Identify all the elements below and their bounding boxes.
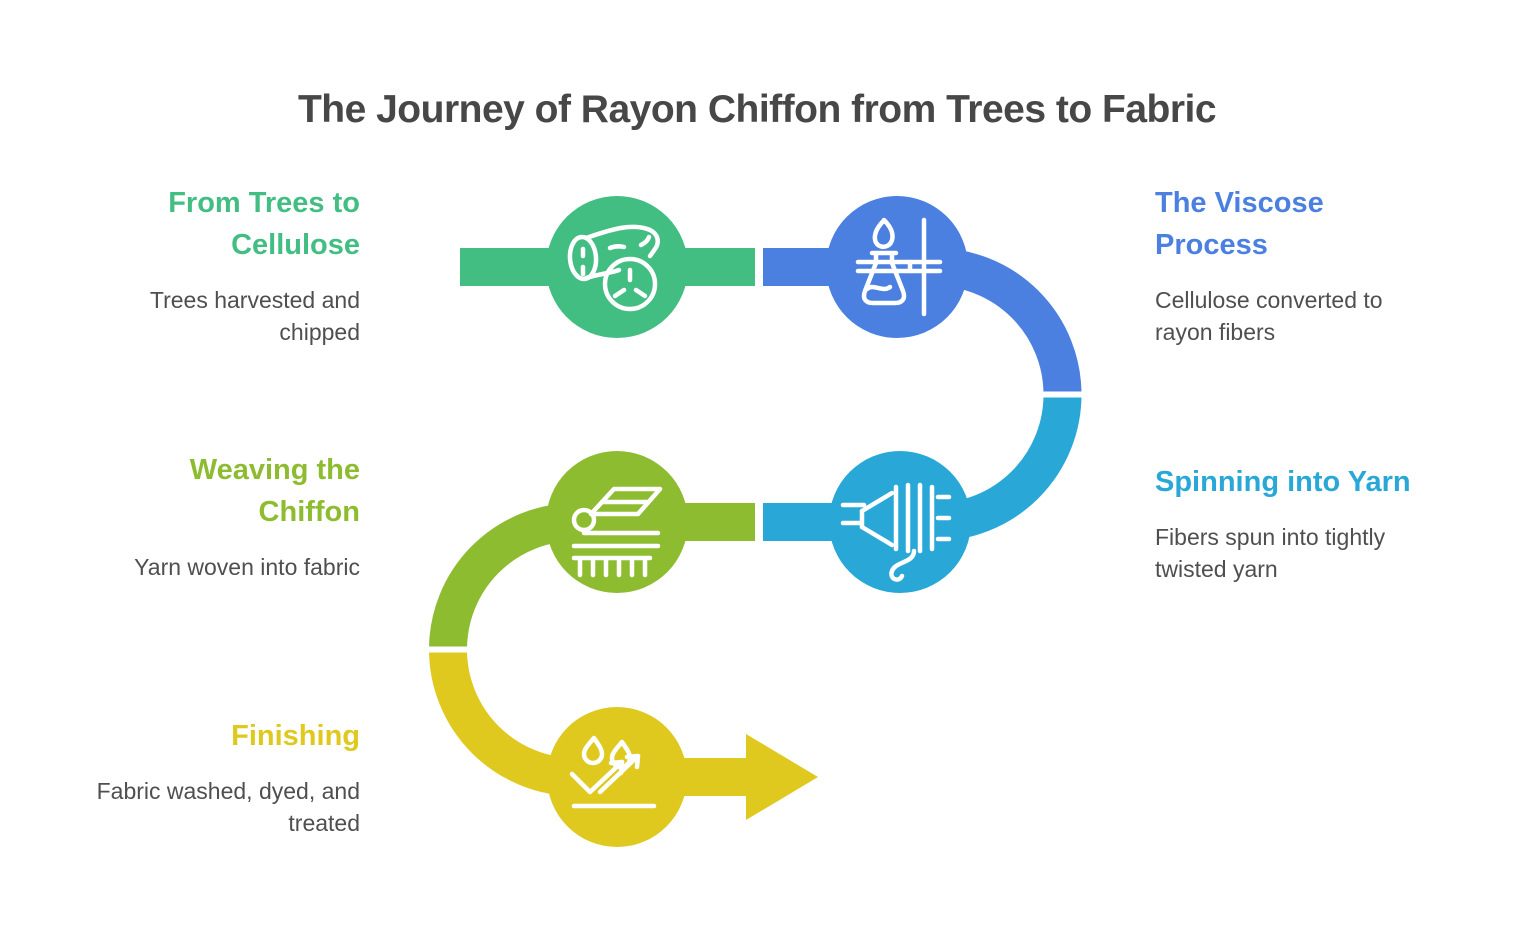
loom-icon xyxy=(571,486,663,578)
description-line: Fibers spun into tightly xyxy=(1155,524,1386,550)
node-spinning-into-yarn xyxy=(829,451,971,593)
heading-line: Process xyxy=(1155,229,1268,261)
flow-arrowhead xyxy=(746,734,818,820)
node-finishing xyxy=(547,707,687,847)
flask-flame-icon xyxy=(855,217,943,317)
step-spinning-into-yarn: Spinning into Yarn Fibers spun into tigh… xyxy=(1155,461,1485,585)
step-heading: From Trees to Cellulose xyxy=(60,182,360,266)
node-weaving-the-chiffon xyxy=(546,451,688,593)
description-line: Cellulose converted to xyxy=(1155,287,1383,313)
step-heading: Weaving the Chiffon xyxy=(60,449,360,533)
description-line: Fabric washed, dyed, and xyxy=(96,778,360,804)
description-line: Trees harvested and xyxy=(149,287,360,313)
step-description: Yarn woven into fabric xyxy=(60,551,360,583)
description-line: treated xyxy=(288,810,360,836)
heading-line: Spinning into Yarn xyxy=(1155,466,1411,498)
step-weaving-the-chiffon: Weaving the Chiffon Yarn woven into fabr… xyxy=(60,449,360,583)
step-heading: The Viscose Process xyxy=(1155,182,1485,266)
description-line: twisted yarn xyxy=(1155,556,1278,582)
description-line: rayon fibers xyxy=(1155,319,1276,345)
segment-gap xyxy=(423,646,471,653)
heading-line: Weaving the xyxy=(189,454,360,486)
heading-line: The Viscose xyxy=(1155,187,1324,219)
description-line: Yarn woven into fabric xyxy=(134,554,360,580)
node-the-viscose-process xyxy=(826,196,968,338)
water-droplets-arrows-icon xyxy=(569,735,657,809)
segment-gap xyxy=(1039,391,1087,398)
node-circle xyxy=(546,196,688,338)
description-line: chipped xyxy=(279,319,360,345)
heading-line: Cellulose xyxy=(231,229,360,261)
node-from-trees-to-cellulose xyxy=(546,196,688,338)
node-circle xyxy=(829,451,971,593)
page-title: The Journey of Rayon Chiffon from Trees … xyxy=(297,88,1217,131)
heading-line: Finishing xyxy=(231,720,360,752)
yarn-coil-icon xyxy=(840,482,952,582)
step-finishing: Finishing Fabric washed, dyed, and treat… xyxy=(60,715,360,839)
heading-line: From Trees to xyxy=(168,187,360,219)
step-heading: Finishing xyxy=(60,715,360,757)
step-description: Fabric washed, dyed, and treated xyxy=(60,775,360,839)
node-circle xyxy=(826,196,968,338)
step-description: Trees harvested and chipped xyxy=(60,284,360,348)
step-from-trees-to-cellulose: From Trees to Cellulose Trees harvested … xyxy=(60,182,360,348)
step-description: Fibers spun into tightly twisted yarn xyxy=(1155,521,1485,585)
step-the-viscose-process: The Viscose Process Cellulose converted … xyxy=(1155,182,1485,348)
heading-line: Chiffon xyxy=(258,496,360,528)
log-icon xyxy=(567,224,660,312)
step-description: Cellulose converted to rayon fibers xyxy=(1155,284,1485,348)
step-heading: Spinning into Yarn xyxy=(1155,461,1485,503)
